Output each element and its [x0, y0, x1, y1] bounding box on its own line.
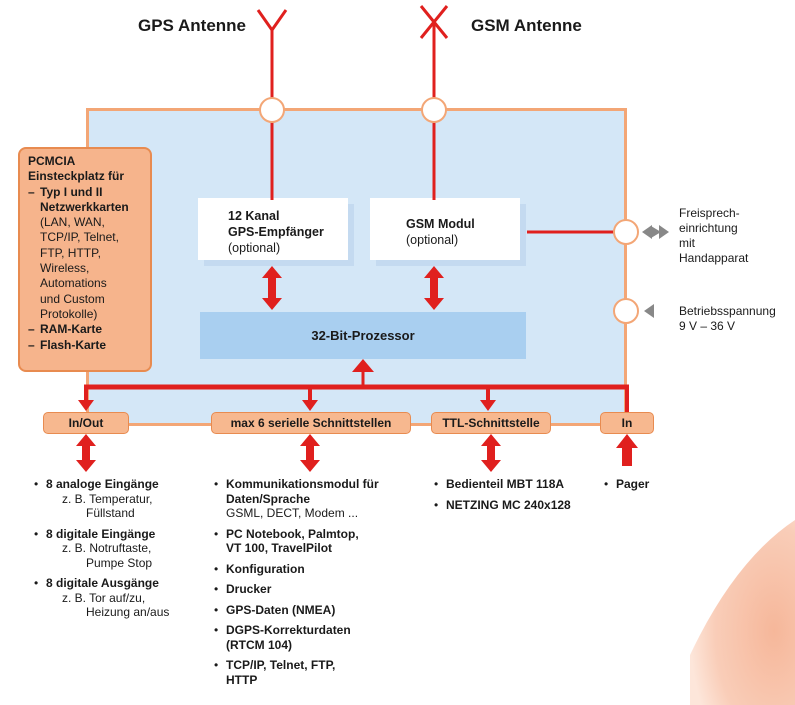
list-item-title: HTTP: [226, 672, 258, 687]
system-box: [86, 108, 627, 426]
port-inout-label: In/Out: [68, 416, 104, 430]
power-supply-label: Betriebsspannung 9 V – 36 V: [679, 304, 776, 334]
gps-module-line2: GPS-Empfänger: [228, 225, 324, 239]
port-in-label: In: [621, 416, 633, 430]
gps-antenna-icon: [256, 9, 288, 33]
port-in: In: [600, 412, 654, 434]
list-item: • Konfiguration: [214, 562, 414, 577]
pcmcia-network-detail: und Custom: [40, 291, 105, 306]
list-item-title: DGPS-Korrekturdaten: [226, 623, 351, 637]
pcmcia-slot-panel: PCMCIA Einsteckplatz für –Typ I und II N…: [18, 147, 152, 372]
pcmcia-network-detail: Automations: [40, 276, 107, 291]
port-ttl-label: TTL-Schnittstelle: [442, 416, 540, 430]
gsm-module: GSM Modul (optional): [370, 198, 520, 260]
list-item-title: (RTCM 104): [226, 637, 293, 652]
list-item-title: Pager: [616, 477, 650, 491]
gps-antenna-label: GPS Antenne: [138, 16, 246, 35]
list-item-title: Konfiguration: [226, 561, 305, 576]
list-item-detail: z. B. Notruftaste,: [62, 541, 152, 555]
list-item-detail: Heizung an/aus: [86, 605, 170, 619]
list-item-title: NETZING MC 240x128: [446, 497, 571, 512]
pcmcia-type-item: –Typ I und II: [28, 184, 103, 199]
pcmcia-network-detail: FTP, HTTP,: [40, 245, 101, 260]
gps-receiver-module: 12 Kanal GPS-Empfänger (optional): [198, 198, 348, 260]
port-inout: In/Out: [43, 412, 129, 434]
list-item-title: 8 digitale Eingänge: [46, 526, 156, 541]
processor-label: 32-Bit-Prozessor: [311, 328, 415, 343]
power-label-line: Betriebsspannung: [679, 304, 776, 318]
list-item-detail: z. B. Tor auf/zu,: [62, 590, 146, 605]
serial-list: • Kommunikationsmodul für Daten/Sprache …: [214, 477, 414, 687]
power-connector-circle: [613, 298, 639, 324]
list-item: •8 analoge Eingänge z. B. Temperatur, Fü…: [34, 477, 204, 521]
list-item: • GPS-Daten (NMEA): [214, 603, 414, 618]
pcmcia-flash-label: Flash-Karte: [40, 337, 107, 352]
power-label-line: 9 V – 36 V: [679, 319, 736, 333]
list-item-title: Bedienteil MBT 118A: [446, 477, 565, 491]
pcmcia-network-detail: Wireless,: [40, 261, 90, 276]
port-ttl: TTL-Schnittstelle: [431, 412, 551, 434]
list-item: •8 digitale Eingänge z. B. Notruftaste, …: [34, 527, 204, 571]
list-item-title: Kommunikationsmodul für: [226, 477, 379, 491]
pcmcia-type-label: Typ I und II: [40, 184, 103, 199]
gsm-module-title: GSM Modul: [406, 217, 475, 231]
pcmcia-network-detail: (LAN, WAN,: [40, 215, 105, 230]
list-item-title: Drucker: [226, 582, 272, 596]
list-item-title: Daten/Sprache: [226, 491, 311, 506]
handset-label-line: einrichtung: [679, 221, 738, 235]
list-item-title: PC Notebook, Palmtop,: [226, 526, 359, 541]
double-arrows: [76, 266, 638, 472]
pcmcia-title: PCMCIA: [28, 154, 76, 168]
list-item-detail: GSML, DECT, Modem ...: [226, 506, 359, 520]
ttl-list: •Bedienteil MBT 118A •NETZING MC 240x128: [434, 477, 594, 512]
gps-module-optional: (optional): [228, 241, 281, 255]
list-item: • PC Notebook, Palmtop, VT 100, TravelPi…: [214, 527, 414, 556]
list-item-title: GPS-Daten (NMEA): [226, 602, 336, 617]
gsm-antenna-label: GSM Antenne: [471, 16, 582, 35]
handset-label-line: Freisprech-: [679, 206, 740, 220]
list-item-detail: Pumpe Stop: [86, 555, 153, 570]
list-item-detail: z. B. Temperatur,: [62, 491, 153, 506]
list-item-title: VT 100, TravelPilot: [226, 541, 333, 555]
list-item-detail: Füllstand: [86, 506, 135, 520]
port-serial-label: max 6 serielle Schnittstellen: [230, 416, 392, 430]
processor-block: 32-Bit-Prozessor: [200, 312, 526, 359]
list-item: •Bedienteil MBT 118A: [434, 477, 594, 492]
gsm-connector-circle: [421, 97, 447, 123]
list-item-title: TCP/IP, Telnet, FTP,: [226, 658, 336, 672]
pcmcia-network-label: Netzwerkkarten: [40, 199, 129, 214]
port-serial: max 6 serielle Schnittstellen: [211, 412, 411, 434]
handset-label-line: Handapparat: [679, 251, 749, 265]
pcmcia-ram-label: RAM-Karte: [40, 322, 103, 337]
list-item: •Pager: [604, 477, 684, 492]
handset-connector-circle: [613, 219, 639, 245]
list-item: • Drucker: [214, 582, 414, 597]
list-item: • Kommunikationsmodul für Daten/Sprache …: [214, 477, 414, 521]
list-item-title: 8 analoge Eingänge: [46, 477, 159, 491]
handset-label: Freisprech- einrichtung mit Handapparat: [679, 206, 748, 266]
inout-list: •8 analoge Eingänge z. B. Temperatur, Fü…: [34, 477, 204, 620]
list-item: • TCP/IP, Telnet, FTP, HTTP: [214, 658, 414, 687]
pcmcia-subtitle: Einsteckplatz für: [28, 169, 125, 184]
list-item: •NETZING MC 240x128: [434, 498, 594, 513]
side-triangle-icons: [642, 225, 669, 318]
handset-label-line: mit: [679, 236, 695, 250]
list-item-title: 8 digitale Ausgänge: [46, 576, 159, 590]
list-item: • DGPS-Korrekturdaten (RTCM 104): [214, 623, 414, 652]
in-list: •Pager: [604, 477, 684, 492]
pcmcia-flash-item: –Flash-Karte: [28, 337, 107, 352]
pcmcia-network-detail: Protokolle): [40, 306, 98, 321]
pcmcia-network-detail: TCP/IP, Telnet,: [40, 230, 119, 245]
gps-connector-circle: [259, 97, 285, 123]
gps-module-line1: 12 Kanal: [228, 209, 280, 223]
gsm-module-optional: (optional): [406, 233, 459, 247]
list-item: •8 digitale Ausgänge z. B. Tor auf/zu, H…: [34, 576, 204, 620]
pcmcia-ram-item: –RAM-Karte: [28, 322, 103, 337]
